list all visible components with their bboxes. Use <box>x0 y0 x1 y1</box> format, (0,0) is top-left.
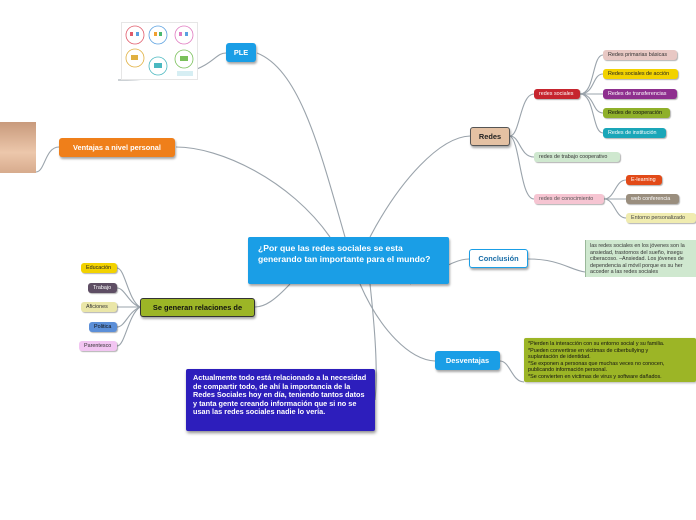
desventajas-line: *Pierden la interacción con su entorno s… <box>528 341 665 347</box>
relaciones-item-parentesco[interactable]: Parentesco <box>79 341 117 351</box>
desventajas-line: *Se convierten en victimas de virus y so… <box>528 373 662 380</box>
ventajas-photo <box>0 122 36 173</box>
redes-item-accion[interactable]: Redes sociales de acción <box>603 69 678 79</box>
conclusion-note: las redes sociales en los jóvenes son la… <box>585 240 696 277</box>
relaciones-item-aficiones[interactable]: Aficiones <box>81 302 117 312</box>
topic-conclusion[interactable]: Conclusión <box>469 249 528 268</box>
redes-trabajo-cooperativo[interactable]: redes de trabajo cooperativo <box>534 152 620 162</box>
conclusion-line: ciberacoso. –Ansiedad. Los jóvenes de <box>590 256 684 263</box>
redes-item-primarias[interactable]: Redes primarias básicas <box>603 50 677 60</box>
ple-image <box>121 22 198 80</box>
conclusion-line: ansiedad, trastornos del sueño, insegu <box>590 249 683 256</box>
desventajas-line: suplantación de identidad. <box>528 354 591 361</box>
relaciones-item-politica[interactable]: Politica <box>89 322 117 332</box>
desventajas-line: *Se exponen a personas que muchas veces … <box>528 360 665 367</box>
conocimiento-item-entorno[interactable]: Entorno personalizado <box>626 213 696 223</box>
conocimiento-item-elearning[interactable]: E-learning <box>626 175 662 185</box>
desventajas-line: *Pueden convertirse en victimas de ciber… <box>528 347 649 354</box>
topic-ventajas[interactable]: Ventajas a nivel personal <box>59 138 175 157</box>
topic-ple[interactable]: PLE <box>226 43 256 62</box>
redes-conocimiento[interactable]: redes de conocimiento <box>534 194 604 204</box>
conocimiento-item-webconferencia[interactable]: web conferencia <box>626 194 679 204</box>
conclusion-line: acceder a las redes sociales <box>590 269 659 276</box>
topic-actualmente[interactable]: Actualmente todo está relacionado a la n… <box>186 369 375 431</box>
central-topic[interactable]: ¿Por que las redes sociales se esta gene… <box>248 237 449 284</box>
topic-relaciones[interactable]: Se generan relaciones de <box>140 298 255 317</box>
topic-redes[interactable]: Redes <box>470 127 510 146</box>
redes-item-transferencias[interactable]: Redes de transferencias <box>603 89 677 99</box>
desventajas-line: publicando información personal. <box>528 367 608 374</box>
topic-desventajas[interactable]: Desventajas <box>435 351 500 370</box>
redes-item-cooperacion[interactable]: Redes de cooperación <box>603 108 670 118</box>
conclusion-line: dependencia al móvil porque es su her <box>590 262 683 269</box>
redes-sociales[interactable]: redes sociales <box>534 89 580 99</box>
relaciones-item-educacion[interactable]: Educación <box>81 263 117 273</box>
relaciones-item-trabajo[interactable]: Trabajo <box>88 283 117 293</box>
conclusion-line: las redes sociales en los jóvenes son la <box>590 243 685 249</box>
desventajas-note: *Pierden la interacción con su entorno s… <box>524 338 696 382</box>
redes-item-institucion[interactable]: Redes de institución <box>603 128 666 138</box>
